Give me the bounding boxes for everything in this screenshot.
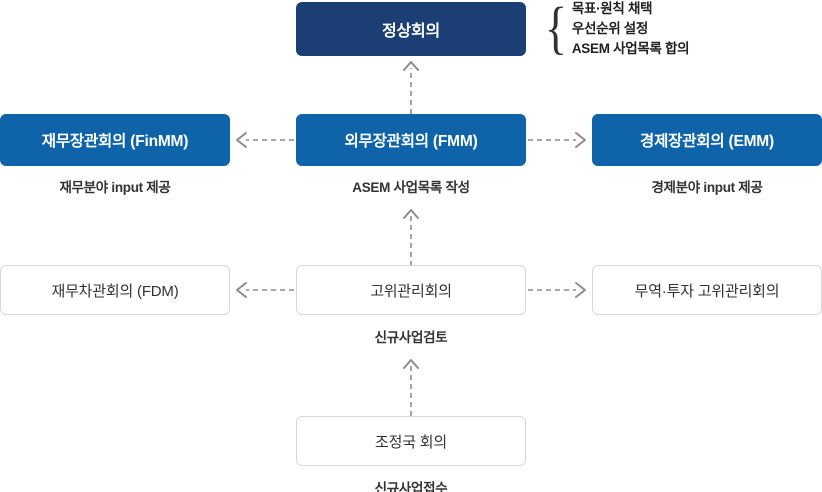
node-summit[interactable]: 정상회의: [296, 2, 526, 56]
node-som-label: 고위관리회의: [370, 282, 452, 300]
connector-som-to-fmm: [396, 204, 426, 266]
node-emm-label: 경제장관회의 (EMM): [640, 133, 774, 150]
node-summit-label: 정상회의: [381, 23, 441, 40]
node-coordinators[interactable]: 조정국 회의: [296, 416, 526, 466]
node-emm[interactable]: 경제장관회의 (EMM): [592, 114, 822, 166]
connector-coordinators-to-som: [396, 354, 426, 416]
caption-fmm: ASEM 사업목록 작성: [352, 180, 470, 195]
node-fdm-label: 재무차관회의 (FDM): [51, 282, 179, 300]
connector-fmm-to-emm: [528, 130, 590, 150]
node-som[interactable]: 고위관리회의: [296, 265, 526, 315]
summit-note-lines: 목표·원칙 채택 우선순위 설정 ASEM 사업목록 합의: [571, 0, 690, 58]
summit-note-line-3: ASEM 사업목록 합의: [571, 41, 690, 57]
curly-brace-icon: {: [544, 0, 568, 60]
caption-emm: 경제분야 input 제공: [651, 180, 763, 195]
node-finmm-label: 재무장관회의 (FinMM): [41, 133, 189, 150]
node-finmm[interactable]: 재무장관회의 (FinMM): [0, 114, 230, 166]
connector-som-to-fdm: [232, 280, 294, 300]
node-fmm-label: 외무장관회의 (FMM): [344, 133, 478, 150]
summit-note-line-2: 우선순위 설정: [571, 20, 649, 36]
caption-finmm: 재무분야 input 제공: [59, 180, 171, 195]
node-somti-label: 무역·투자 고위관리회의: [634, 282, 780, 300]
connector-som-to-somti: [528, 280, 590, 300]
node-fmm[interactable]: 외무장관회의 (FMM): [296, 114, 526, 166]
node-somti[interactable]: 무역·투자 고위관리회의: [592, 265, 822, 315]
node-fdm[interactable]: 재무차관회의 (FDM): [0, 265, 230, 315]
caption-som: 신규사업검토: [374, 330, 448, 345]
connector-fmm-to-summit: [396, 56, 426, 114]
connector-fmm-to-finmm: [232, 130, 294, 150]
node-coordinators-label: 조정국 회의: [375, 433, 447, 451]
summit-note-group: { 목표·원칙 채택 우선순위 설정 ASEM 사업목록 합의: [542, 0, 690, 60]
summit-note-line-1: 목표·원칙 채택: [571, 0, 653, 16]
caption-coordinators: 신규사업접수: [374, 481, 448, 492]
